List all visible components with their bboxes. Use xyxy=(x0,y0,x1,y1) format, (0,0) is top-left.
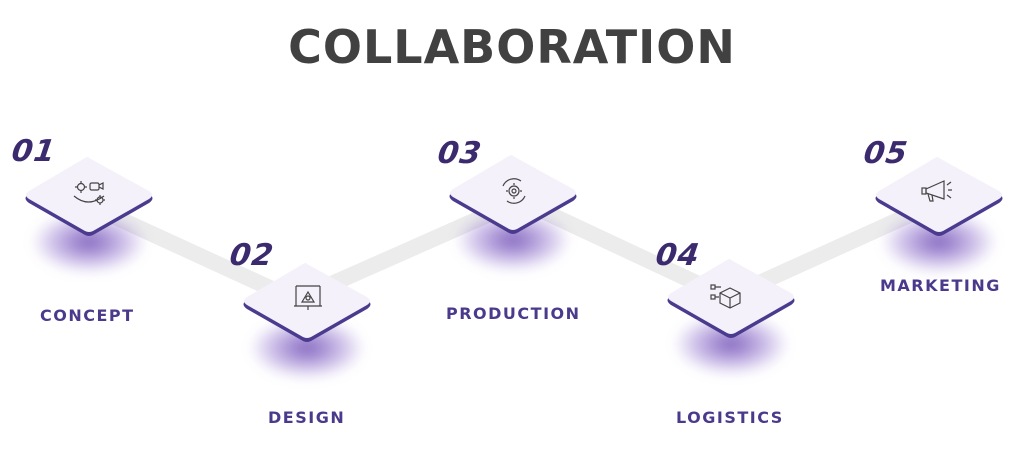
tile xyxy=(25,157,153,236)
step-label: MARKETING xyxy=(880,276,1001,295)
step-number: 01 xyxy=(9,134,59,169)
step-number: 03 xyxy=(435,136,485,171)
step-number: 05 xyxy=(861,136,911,171)
diagram-title: COLLABORATION xyxy=(288,20,736,74)
design-icon xyxy=(294,285,322,310)
step-label: PRODUCTION xyxy=(446,304,581,323)
step-number: 04 xyxy=(653,238,703,273)
step-label: LOGISTICS xyxy=(676,408,784,427)
tile xyxy=(243,263,371,342)
step-label: DESIGN xyxy=(268,408,346,427)
step-number: 02 xyxy=(227,238,277,273)
tile xyxy=(667,259,795,338)
connector-3-4 xyxy=(522,197,730,303)
logistics-icon xyxy=(710,284,741,309)
concept-icon xyxy=(73,181,105,205)
step-label: CONCEPT xyxy=(40,306,135,325)
production-icon xyxy=(502,178,526,204)
marketing-icon xyxy=(921,180,952,202)
